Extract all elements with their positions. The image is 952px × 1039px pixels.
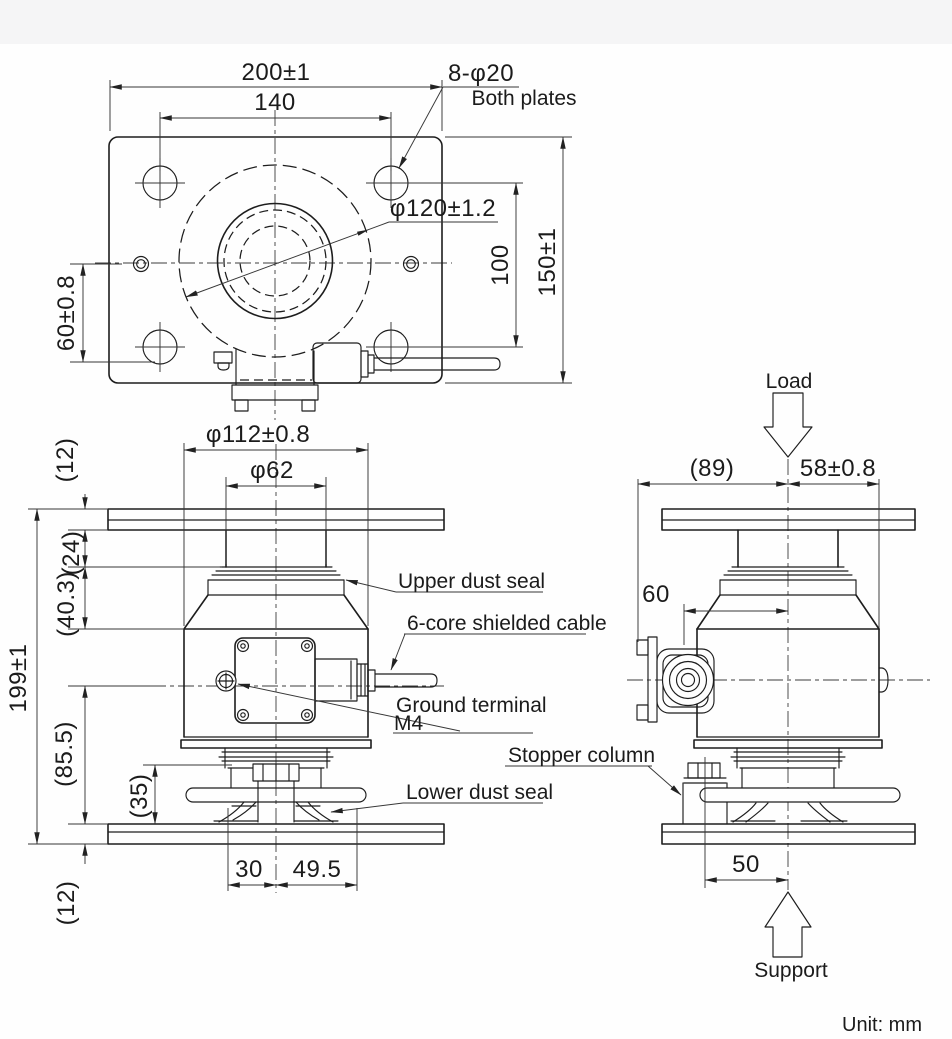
body-diameter-callout: φ120±1.2 bbox=[185, 195, 498, 298]
stopper-column-label: Stopper column bbox=[505, 744, 682, 796]
cable-text: 6-core shielded cable bbox=[407, 612, 607, 635]
ground-terminal-label: Ground terminal M4 bbox=[237, 683, 547, 735]
lower-dust-seal-label: Lower dust seal bbox=[330, 781, 553, 814]
stopper-column-text: Stopper column bbox=[508, 744, 655, 767]
dim-hole-spacing-x: 140 bbox=[254, 89, 296, 116]
dim-cable-offset: 60±0.8 bbox=[53, 275, 80, 351]
dim-flange-dia: φ112±0.8 bbox=[206, 421, 310, 448]
ground-thread-text: M4 bbox=[394, 712, 423, 735]
front-view: φ112±0.8 φ62 (12) (24) (40.3) 199±1 (85.… bbox=[5, 421, 682, 926]
body-hidden-circles bbox=[178, 164, 372, 358]
support-text: Support bbox=[754, 959, 828, 982]
box-screw bbox=[300, 708, 314, 722]
page-top-bar bbox=[0, 0, 952, 44]
dim-lower-height: (85.5) bbox=[51, 721, 78, 787]
dim-top-plate-thk: (12) bbox=[52, 438, 79, 483]
top-plate-outline bbox=[108, 136, 443, 384]
lower-dust-seal-text: Lower dust seal bbox=[406, 781, 553, 804]
dim-plate-height: 150±1 bbox=[534, 227, 561, 296]
support-arrow: Support bbox=[754, 891, 828, 982]
front-view-dimensions: φ112±0.8 φ62 (12) (24) (40.3) 199±1 (85.… bbox=[5, 421, 369, 926]
dim-boss-dia: φ62 bbox=[250, 457, 294, 484]
side-pin-holes bbox=[132, 255, 420, 273]
side-lower-seal bbox=[730, 802, 848, 823]
side-view-dimensions: (89) 58±0.8 60 50 bbox=[637, 455, 880, 888]
ground-terminal-screw bbox=[215, 670, 237, 692]
part-labels: Upper dust seal 6-core shielded cable Gr… bbox=[237, 570, 682, 814]
side-bottom-plate bbox=[661, 823, 916, 845]
top-view-centerlines bbox=[95, 110, 452, 420]
top-view-cable bbox=[373, 357, 501, 371]
front-bottom-plate bbox=[107, 823, 445, 845]
dim-offset-right: 49.5 bbox=[293, 856, 342, 883]
side-lower-structure bbox=[682, 747, 901, 825]
box-screw bbox=[236, 639, 250, 653]
cable-label: 6-core shielded cable bbox=[390, 612, 607, 671]
top-view-dimensions: 200±1 140 60±0.8 100 150±1 φ12 bbox=[53, 59, 577, 384]
front-top-plate bbox=[107, 508, 445, 531]
ground-terminal-text: Ground terminal bbox=[396, 694, 547, 717]
dim-gland: 60 bbox=[642, 581, 670, 608]
dim-seal-height: (40.3) bbox=[53, 571, 80, 637]
stopper-plate bbox=[185, 787, 367, 803]
front-view-centerlines bbox=[150, 444, 444, 893]
callout-holes-note: Both plates bbox=[471, 87, 576, 110]
load-text: Load bbox=[766, 370, 813, 393]
side-stopper-plate bbox=[699, 787, 901, 803]
side-body bbox=[693, 529, 889, 749]
top-view-junction-box bbox=[213, 342, 375, 412]
junction-box bbox=[215, 637, 316, 724]
dim-hole-spacing-y: 100 bbox=[487, 244, 514, 286]
side-view: Load Support bbox=[627, 370, 930, 982]
side-plug bbox=[878, 667, 889, 693]
dim-bottom-plate-thk: (12) bbox=[53, 881, 80, 926]
bolt-hole bbox=[135, 322, 185, 372]
side-top-plate bbox=[661, 508, 916, 531]
front-lower-structure bbox=[185, 747, 367, 823]
callout-holes: 8-φ20 bbox=[448, 60, 514, 87]
dim-plate-width: 200±1 bbox=[241, 59, 310, 86]
dim-offset-left: 30 bbox=[235, 856, 263, 883]
dim-body-diameter: φ120±1.2 bbox=[390, 195, 496, 222]
box-screw bbox=[236, 708, 250, 722]
dim-right: 58±0.8 bbox=[800, 455, 876, 482]
holes-callout: 8-φ20 Both plates bbox=[398, 60, 577, 169]
side-cable-gland bbox=[636, 636, 715, 723]
unit-note: Unit: mm bbox=[842, 1014, 922, 1036]
lower-dust-seal bbox=[213, 801, 339, 823]
upper-dust-seal bbox=[207, 566, 345, 596]
cable-gland bbox=[314, 658, 376, 702]
load-arrow: Load bbox=[763, 370, 813, 458]
cable bbox=[374, 673, 438, 688]
dim-boss-height: (24) bbox=[58, 531, 85, 576]
front-body bbox=[180, 594, 372, 749]
dim-left-ref: (89) bbox=[690, 455, 735, 482]
bolt-holes bbox=[135, 158, 416, 372]
upper-dust-seal-label: Upper dust seal bbox=[345, 570, 545, 593]
top-view: 200±1 140 60±0.8 100 150±1 φ12 bbox=[53, 59, 577, 420]
dim-stopper: 50 bbox=[732, 851, 760, 878]
dim-total-height: 199±1 bbox=[5, 643, 32, 712]
upper-dust-seal-text: Upper dust seal bbox=[398, 570, 545, 593]
box-screw bbox=[300, 639, 314, 653]
dim-foot-height: (35) bbox=[126, 774, 153, 819]
stopper-column-part bbox=[682, 762, 728, 825]
cable-clip bbox=[213, 351, 233, 364]
